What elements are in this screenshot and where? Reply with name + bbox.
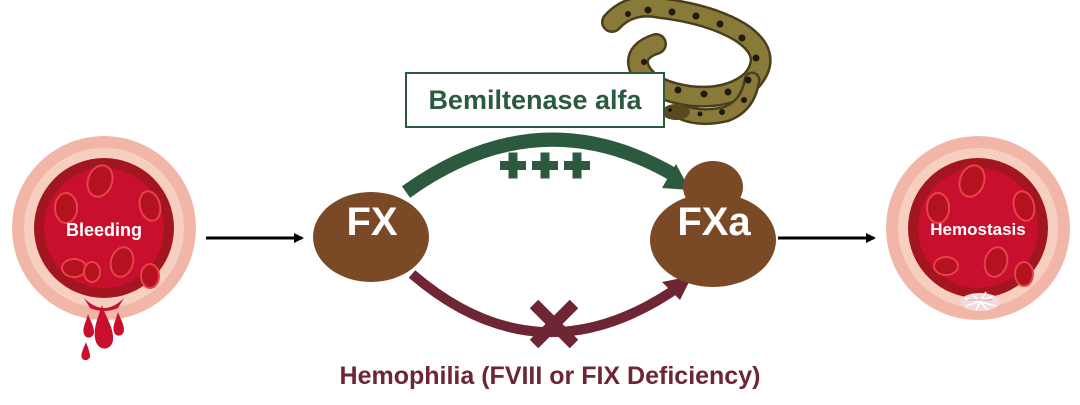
drug-label: Bemiltenase alfa bbox=[428, 84, 642, 115]
snake-icon bbox=[601, 0, 772, 126]
plus-icons bbox=[500, 152, 590, 179]
condition-label: Hemophilia (FVIII or FIX Deficiency) bbox=[339, 362, 761, 390]
fxa-label: FXa bbox=[677, 200, 751, 244]
drug-box: Bemiltenase alfa bbox=[405, 72, 665, 128]
bleeding-label: Bleeding bbox=[65, 220, 142, 240]
fx-label: FX bbox=[346, 200, 398, 244]
plus-icon bbox=[508, 152, 518, 179]
bleeding-vessel bbox=[12, 136, 196, 361]
fx-node bbox=[313, 192, 429, 282]
red-blood-cells bbox=[54, 164, 162, 289]
plus-icon bbox=[572, 152, 582, 179]
fibrin-clot bbox=[960, 291, 1000, 311]
cross-icon bbox=[529, 299, 579, 349]
plus-icon bbox=[540, 152, 550, 179]
activation-arc bbox=[401, 132, 690, 198]
fxa-node bbox=[650, 161, 776, 287]
blood-drops bbox=[81, 305, 124, 361]
hemostasis-label: Hemostasis bbox=[930, 220, 1026, 239]
red-blood-cells-right bbox=[926, 164, 1036, 287]
hemostasis-vessel bbox=[886, 136, 1070, 320]
